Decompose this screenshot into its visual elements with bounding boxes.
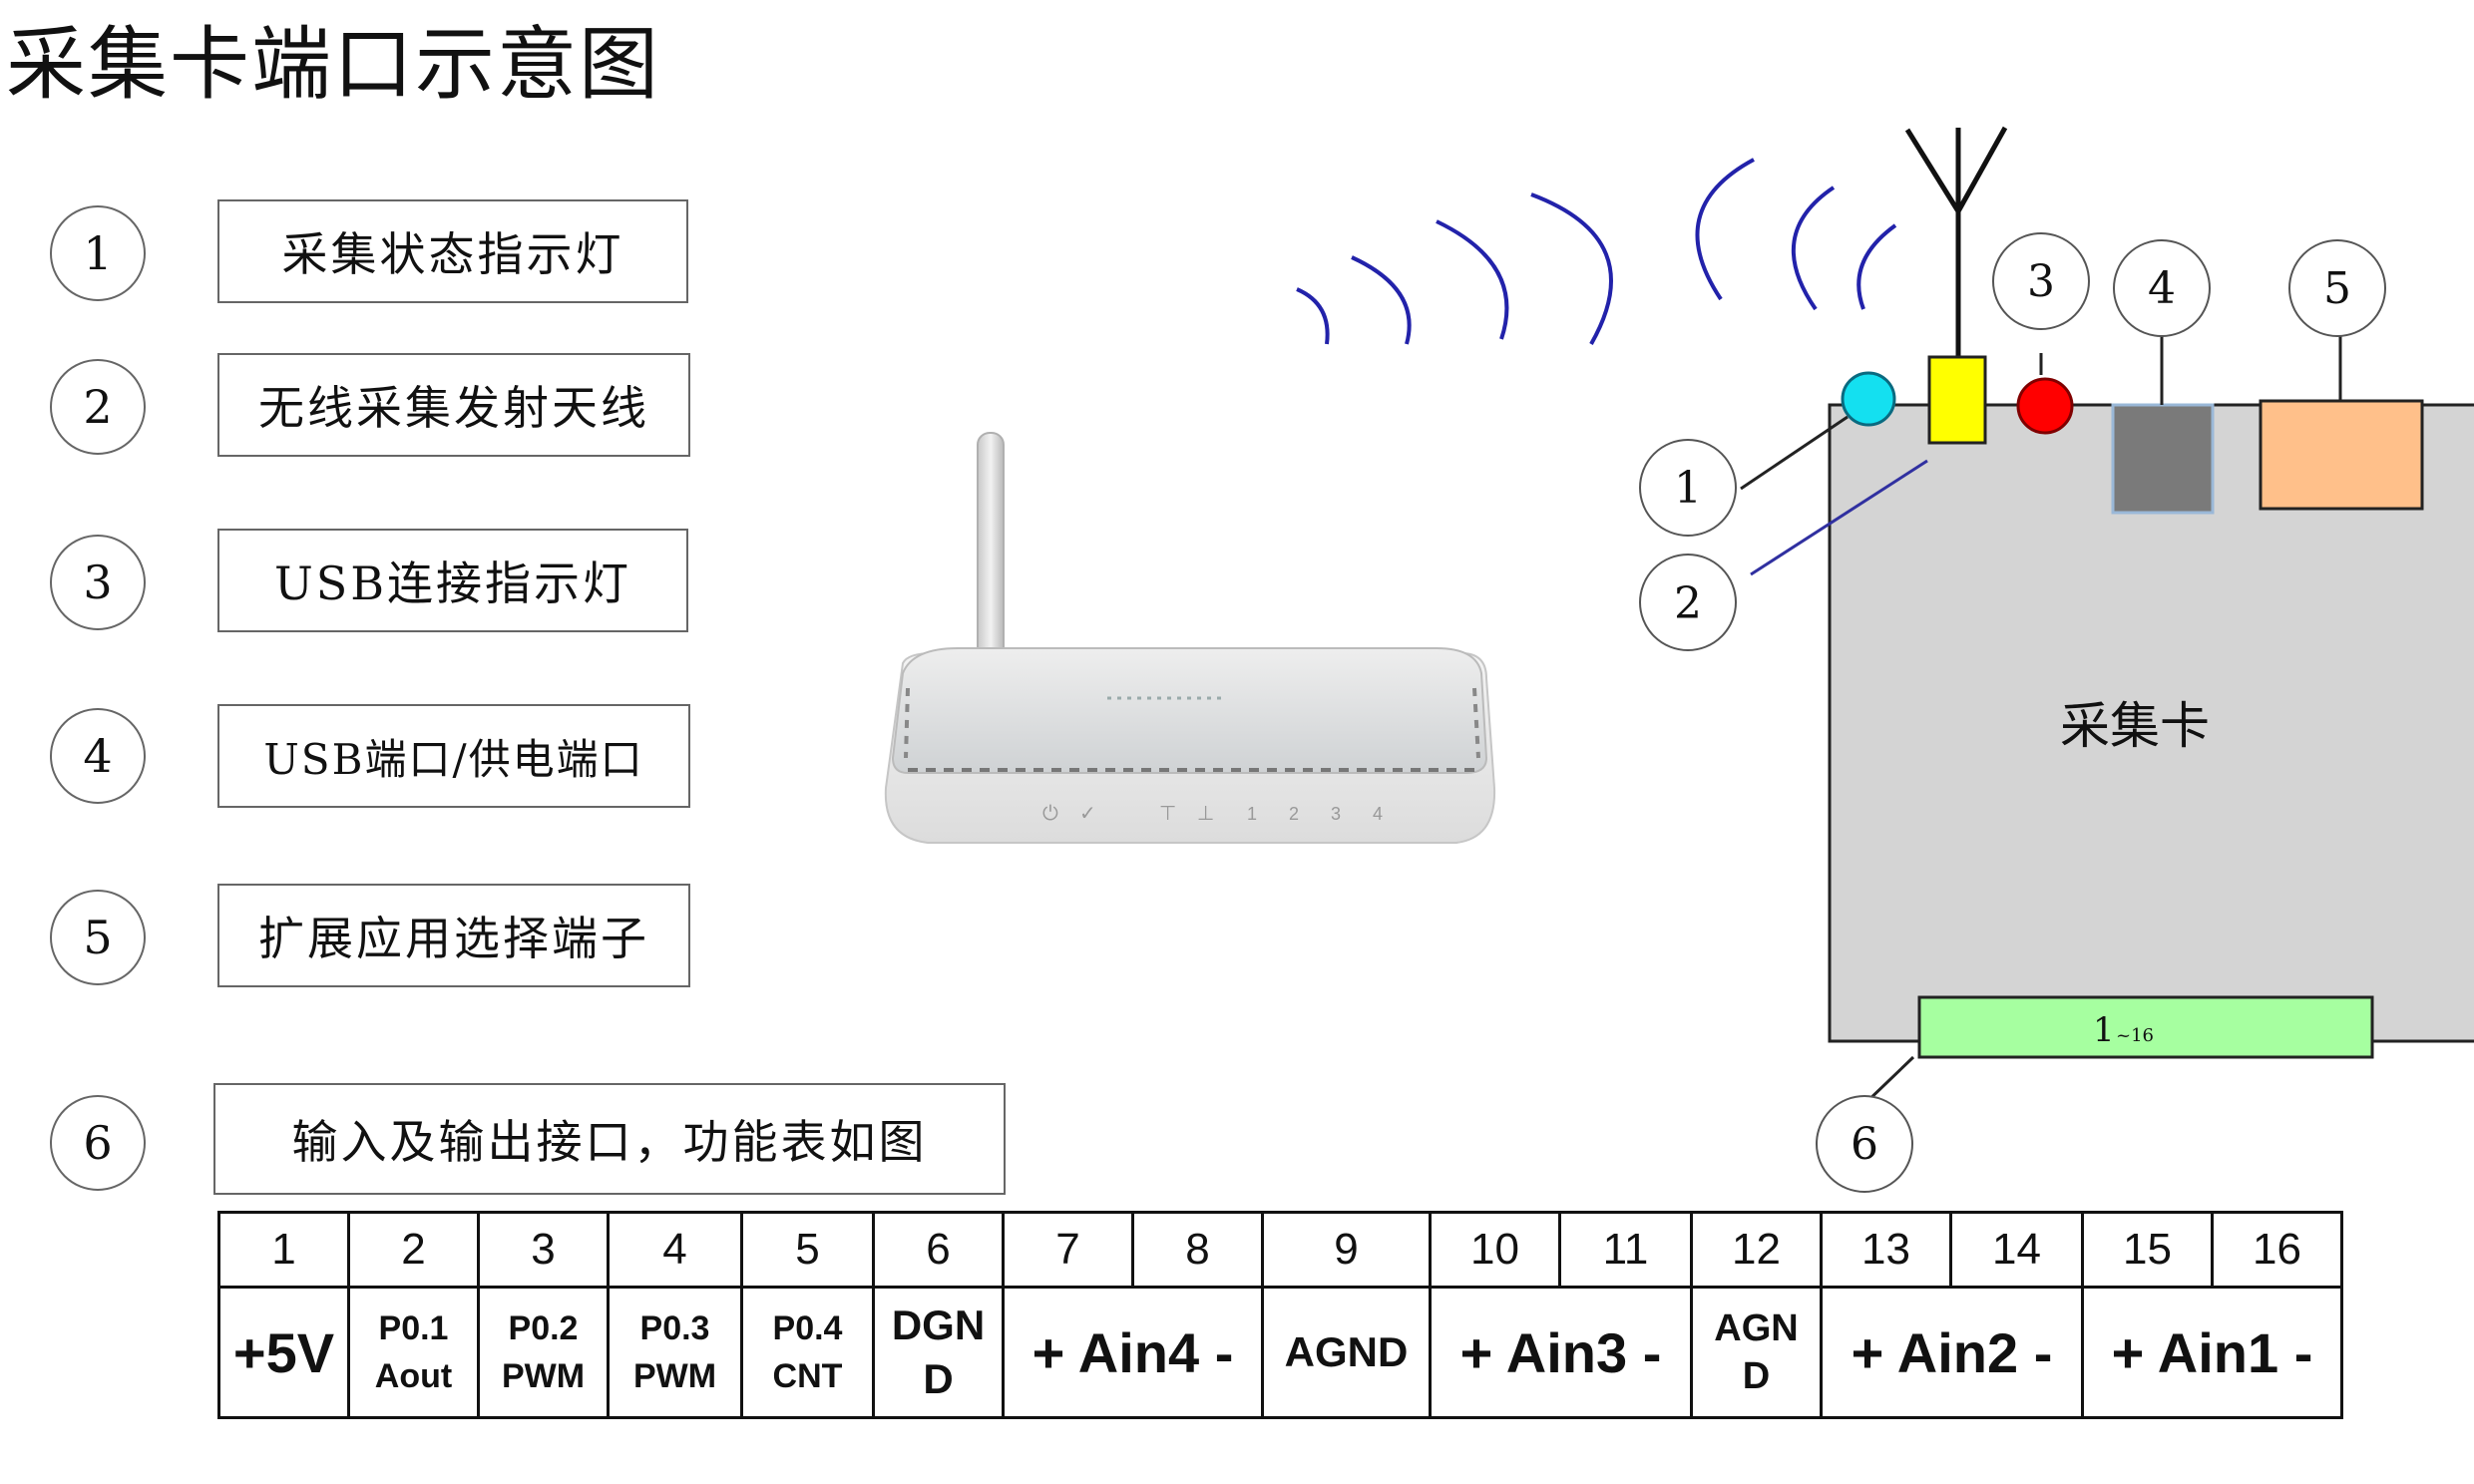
antenna-icon bbox=[1904, 126, 2008, 359]
pin-number: 15 bbox=[2081, 1211, 2214, 1289]
pin-number: 10 bbox=[1429, 1211, 1561, 1289]
antenna-base bbox=[1927, 355, 1987, 445]
router-port-1: 1 bbox=[1247, 804, 1257, 824]
usb-led-icon bbox=[2016, 377, 2074, 435]
legend-label-2: 无线采集发射天线 bbox=[217, 353, 690, 457]
pin-number: 11 bbox=[1558, 1211, 1693, 1289]
legend-label-4: USB端口/供电端口 bbox=[217, 704, 690, 808]
callout-3: 3 bbox=[2027, 256, 2055, 307]
legend-number-2: 2 bbox=[50, 359, 146, 455]
pin-number: 13 bbox=[1820, 1211, 1952, 1289]
pin-number: 1 bbox=[217, 1211, 350, 1289]
page-title: 采集卡端口示意图 bbox=[6, 18, 660, 111]
svg-text:⊤: ⊤ bbox=[1159, 801, 1176, 825]
pin-number: 6 bbox=[872, 1211, 1005, 1289]
pin-number: 2 bbox=[347, 1211, 480, 1289]
legend-number-4: 4 bbox=[50, 708, 146, 804]
legend-number-6: 6 bbox=[50, 1095, 146, 1191]
callout-2: 2 bbox=[1674, 578, 1702, 629]
pin-number: 14 bbox=[1949, 1211, 2084, 1289]
pin-number: 7 bbox=[1002, 1211, 1134, 1289]
wireless-router-icon: ⏻ ✓ ⊤ ⊥ 1 2 3 4 bbox=[884, 432, 1496, 844]
legend-label-3: USB连接指示灯 bbox=[217, 529, 688, 632]
pin-function: + Ain3 - bbox=[1429, 1286, 1693, 1419]
extension-terminal bbox=[2259, 399, 2424, 511]
connector-range: ~16 bbox=[2116, 1025, 2154, 1046]
card-label: 采集卡 bbox=[2060, 697, 2210, 755]
legend-label-1: 采集状态指示灯 bbox=[217, 199, 688, 303]
svg-text:⊥: ⊥ bbox=[1197, 801, 1214, 825]
pin-number: 12 bbox=[1690, 1211, 1823, 1289]
io-connector bbox=[1917, 995, 2374, 1059]
pin-number: 3 bbox=[477, 1211, 610, 1289]
pin-number: 16 bbox=[2211, 1211, 2343, 1289]
status-led-icon bbox=[1841, 371, 1896, 427]
router-port-3: 3 bbox=[1331, 804, 1341, 824]
router-port-2: 2 bbox=[1289, 804, 1299, 824]
pin-function: + Ain2 - bbox=[1820, 1286, 2084, 1419]
pin-function: +5V bbox=[217, 1286, 350, 1419]
legend-label-5: 扩展应用选择端子 bbox=[217, 884, 690, 987]
usb-port bbox=[2111, 403, 2215, 515]
pin-function: + Ain4 - bbox=[1002, 1286, 1264, 1419]
callout-2-circle bbox=[1639, 554, 1737, 651]
callout-1: 1 bbox=[1674, 463, 1702, 514]
callout-4-circle bbox=[2113, 239, 2211, 337]
router-port-4: 4 bbox=[1373, 804, 1383, 824]
svg-text:⏻: ⏻ bbox=[1042, 801, 1058, 825]
pin-number: 5 bbox=[740, 1211, 875, 1289]
pin-number: 4 bbox=[607, 1211, 743, 1289]
pin-number: 9 bbox=[1261, 1211, 1432, 1289]
callout-6-circle bbox=[1816, 1095, 1913, 1193]
pin-function-table: 1 2 3 4 5 6 7 8 9 10 11 12 13 14 15 16 +… bbox=[217, 1211, 2343, 1419]
callout-6: 6 bbox=[1851, 1119, 1878, 1170]
legend-number-1: 1 bbox=[50, 205, 146, 301]
svg-text:✓: ✓ bbox=[1079, 801, 1096, 825]
callout-4: 4 bbox=[2148, 263, 2176, 314]
pin-function: + Ain1 - bbox=[2081, 1286, 2343, 1419]
callout-5: 5 bbox=[2323, 263, 2351, 314]
callout-3-circle bbox=[1992, 232, 2090, 330]
pin-function: AGND bbox=[1261, 1286, 1432, 1419]
radio-waves bbox=[1296, 158, 1897, 345]
legend-number-3: 3 bbox=[50, 535, 146, 630]
legend-number-5: 5 bbox=[50, 890, 146, 985]
callout-5-circle bbox=[2288, 239, 2386, 337]
pin-number-row: 1 2 3 4 5 6 7 8 9 10 11 12 13 14 15 16 bbox=[217, 1211, 2343, 1289]
legend-label-6: 输入及输出接口，功能表如图 bbox=[213, 1083, 1006, 1195]
connector-label: 1 bbox=[2093, 1010, 2115, 1050]
callout-1-circle bbox=[1639, 439, 1737, 537]
pin-number: 8 bbox=[1131, 1211, 1264, 1289]
